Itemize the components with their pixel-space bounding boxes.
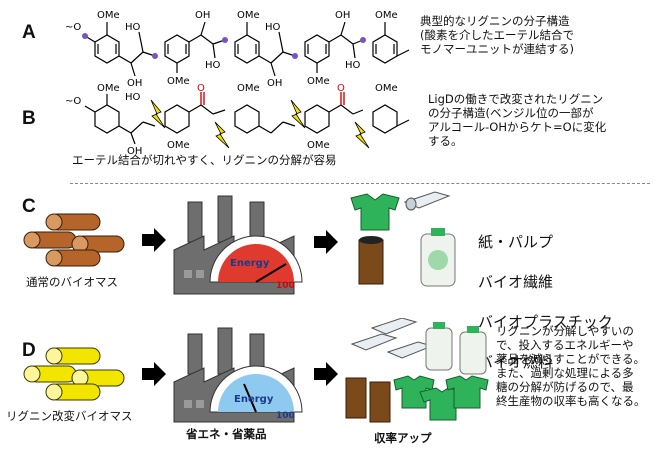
svg-text:~O: ~O — [65, 96, 81, 107]
panel-b-caption: エーテル結合が切れやすく、リグニンの分解が容易 — [72, 153, 337, 167]
yield-caption: 収率アップ — [374, 431, 432, 445]
label-o: ~O — [65, 22, 81, 33]
svg-text:HO: HO — [345, 60, 361, 71]
svg-text:HO: HO — [125, 22, 141, 33]
svg-text:OMe: OMe — [375, 10, 398, 21]
panel-letter-d: D — [22, 340, 36, 361]
biomass-label-normal: 通常のバイオマス — [26, 275, 118, 289]
gauge-value-normal: 100 — [276, 281, 295, 291]
wood-logs-normal — [23, 213, 125, 267]
wood-logs-modified — [23, 347, 125, 401]
panel-letter-c: C — [22, 196, 36, 217]
svg-text:OMe: OMe — [97, 10, 120, 21]
panel-letter-b: B — [22, 108, 36, 129]
svg-text:OMe: OMe — [307, 76, 330, 87]
svg-text:OH: OH — [335, 10, 350, 21]
svg-text:OH: OH — [267, 78, 282, 89]
svg-text:OMe: OMe — [307, 140, 330, 151]
factory-normal: Energy 100 — [173, 195, 303, 295]
product-list: 紙・パルプ バイオ繊維 バイオプラスチック バイオ燃料 — [478, 212, 613, 392]
svg-text:OMe: OMe — [97, 83, 120, 94]
arrow-right-icon — [314, 362, 338, 386]
svg-text:OH: OH — [127, 146, 142, 157]
arrow-right-icon — [142, 362, 166, 386]
arrow-right-icon — [142, 228, 166, 252]
svg-text:OH: OH — [195, 10, 210, 21]
arrow-right-icon — [314, 230, 338, 254]
gauge-label-modified: Energy — [234, 394, 274, 405]
svg-text:OMe: OMe — [237, 83, 260, 94]
product-item: 紙・パルプ — [478, 233, 554, 251]
panel-a-description: 典型的なリグニンの分子構造 (酸素を介したエーテル結合で モノマーユニットが連結… — [420, 14, 574, 56]
svg-text:HO: HO — [265, 22, 281, 33]
svg-text:OMe: OMe — [375, 83, 398, 94]
bolt-icons — [150, 99, 370, 149]
svg-text:OMe: OMe — [237, 10, 260, 21]
ketone-o-2: O — [337, 83, 345, 94]
svg-text:OMe: OMe — [167, 140, 190, 151]
section-divider — [70, 183, 650, 184]
panel-d-description: リグニンが分解しやすいの で、投入するエネルギーや 薬品を減らすことができる。 … — [496, 324, 646, 408]
panel-letter-a: A — [22, 22, 36, 43]
product-item: バイオプラスチック — [478, 313, 613, 331]
product-item: バイオ燃料 — [478, 353, 554, 371]
factory-caption: 省エネ・省薬品 — [186, 427, 267, 441]
gauge-label-normal: Energy — [230, 258, 270, 269]
svg-text:HO: HO — [205, 60, 221, 71]
products-normal — [350, 191, 456, 287]
factory-modified: Energy 100 — [173, 327, 303, 423]
gauge-value-modified: 100 — [276, 411, 295, 421]
product-item: バイオ繊維 — [478, 273, 554, 291]
svg-text:OMe: OMe — [167, 76, 190, 87]
ketone-o-1: O — [197, 83, 205, 94]
products-modified — [345, 318, 489, 423]
biomass-label-modified: リグニン改変バイオマス — [6, 409, 133, 423]
svg-text:HO: HO — [125, 92, 141, 103]
panel-b-description: LigDの働きで改変されたリグニン の分子構造(ベンジル位の一部が アルコール-… — [428, 92, 607, 148]
svg-text:OH: OH — [127, 78, 142, 89]
